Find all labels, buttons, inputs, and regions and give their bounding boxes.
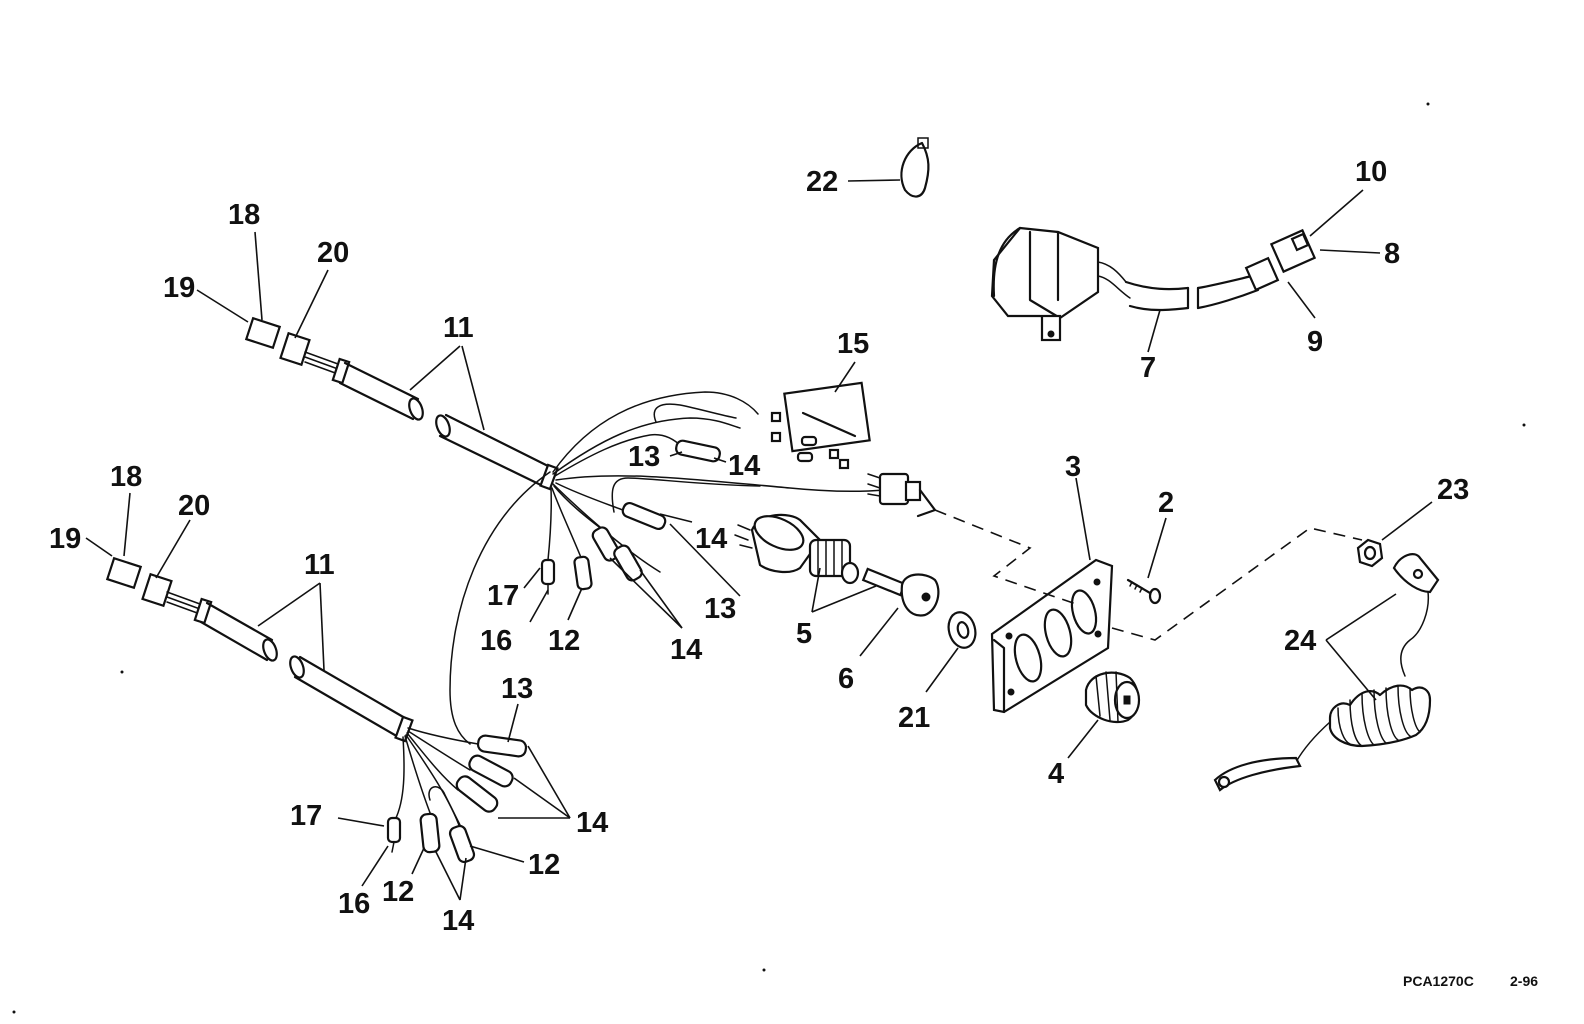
screw [1126,578,1162,605]
drawing-date: 2-96 [1510,973,1538,989]
callout-14-upper-b: 14 [695,523,727,555]
callout-13-lower: 13 [501,673,533,705]
upper-sheath-a [338,361,420,421]
callout-22: 22 [806,166,838,198]
callout-14-upper-a: 14 [728,450,760,482]
power-pack-harness [990,226,1317,342]
lower-connector [105,556,213,625]
callout-18-lower: 18 [110,461,142,493]
callout-14-upper-c: 14 [670,634,702,666]
callout-10: 10 [1355,156,1387,188]
callout-labels: 22 10 8 9 7 18 20 19 11 15 13 14 14 13 1… [49,156,1469,937]
callout-11-lower: 11 [304,549,335,581]
callout-9: 9 [1307,326,1323,358]
lower-terminals [386,734,528,864]
callout-16-upper: 16 [480,625,512,657]
callout-19-upper: 19 [163,272,195,304]
callout-13-upper-a: 13 [628,441,660,473]
callout-17-upper: 17 [487,580,519,612]
safety-lanyard [1213,553,1440,792]
callout-14-lower-b: 14 [442,905,474,937]
callout-8: 8 [1384,238,1400,270]
mounting-panel [990,558,1114,714]
ignition-switch [734,513,860,585]
assembly-lines [934,509,1363,641]
callout-13-upper-b: 13 [704,593,736,625]
callout-19-lower: 19 [49,523,81,555]
callout-23: 23 [1437,474,1469,506]
callout-24: 24 [1284,625,1316,657]
scan-specks [12,102,1526,1014]
lower-harness [105,556,528,864]
callout-21: 21 [898,702,930,734]
lower-sheath-a [199,601,274,662]
callout-12-lower-b: 12 [382,876,414,908]
callout-11-upper: 11 [443,312,474,344]
drawing-footer: PCA1270C 2-96 [1403,973,1538,989]
lower-wires [394,727,479,829]
lower-sheath-b [293,655,407,740]
leader-lines [85,179,1433,901]
callout-20-lower: 20 [178,490,210,522]
callout-17-lower: 17 [290,800,322,832]
callout-7: 7 [1140,352,1156,384]
bullet-connectors [770,381,871,470]
callout-14-lower-a: 14 [576,807,608,839]
callout-5: 5 [796,618,812,650]
callout-16-lower: 16 [338,888,370,920]
callout-12-lower-a: 12 [528,849,560,881]
callout-6: 6 [838,663,854,695]
callout-12-upper: 12 [548,625,580,657]
nut [1356,538,1384,568]
toggle-switch [867,472,937,518]
upper-connector [244,316,351,385]
upper-terminals [540,439,721,595]
upper-harness [244,316,937,745]
washer [947,611,977,649]
callout-20-upper: 20 [317,237,349,269]
callout-3: 3 [1065,451,1081,483]
callout-4: 4 [1048,758,1064,790]
callout-15: 15 [837,328,869,360]
cap-knob [1084,671,1141,724]
ignition-key [861,567,940,617]
callout-18-upper: 18 [228,199,260,231]
wire-clip [900,137,930,198]
drawing-code: PCA1270C [1403,973,1474,989]
upper-wires [449,391,886,745]
callout-2: 2 [1158,487,1174,519]
upper-sheath-b [438,413,552,489]
